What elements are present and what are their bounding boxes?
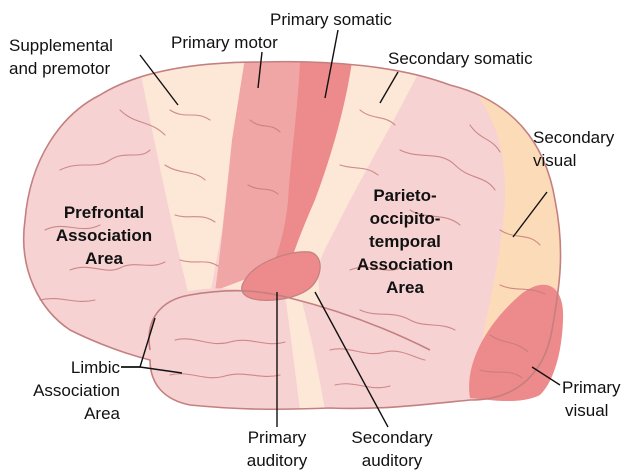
primary-auditory-label-line1: Primary xyxy=(248,428,307,447)
primary-visual-label-line2: visual xyxy=(565,401,608,420)
secondary-visual-label-line1: Secondary xyxy=(533,128,615,147)
secondary-visual-label-line2: visual xyxy=(533,151,576,170)
parieto-label-line1: Parieto- xyxy=(373,186,436,205)
secondary-auditory-label-line1: Secondary xyxy=(351,428,433,447)
secondary-somatic-label: Secondary somatic xyxy=(388,49,533,68)
prefrontal-label-line1: Prefrontal xyxy=(64,203,144,222)
limbic-label-line2: Association xyxy=(33,381,120,400)
limbic-label-line1: Limbic xyxy=(71,358,121,377)
parieto-label-line5: Area xyxy=(386,278,424,297)
premotor-label: and premotor xyxy=(9,59,110,78)
primary-visual-label-line1: Primary xyxy=(562,378,621,397)
prefrontal-label-line3: Area xyxy=(85,249,123,268)
primary-auditory-label-line2: auditory xyxy=(247,451,308,470)
parieto-label-line3: temporal xyxy=(369,232,441,251)
secondary-auditory-label-line2: auditory xyxy=(362,451,423,470)
parieto-label-line2: occipito- xyxy=(370,209,441,228)
primary-motor-label: Primary motor xyxy=(171,33,278,52)
supplemental-label: Supplemental xyxy=(9,36,113,55)
primary-somatic-label: Primary somatic xyxy=(270,10,392,29)
parieto-label-line4: Association xyxy=(357,255,453,274)
prefrontal-label-line2: Association xyxy=(56,226,152,245)
limbic-label-line3: Area xyxy=(84,404,120,423)
